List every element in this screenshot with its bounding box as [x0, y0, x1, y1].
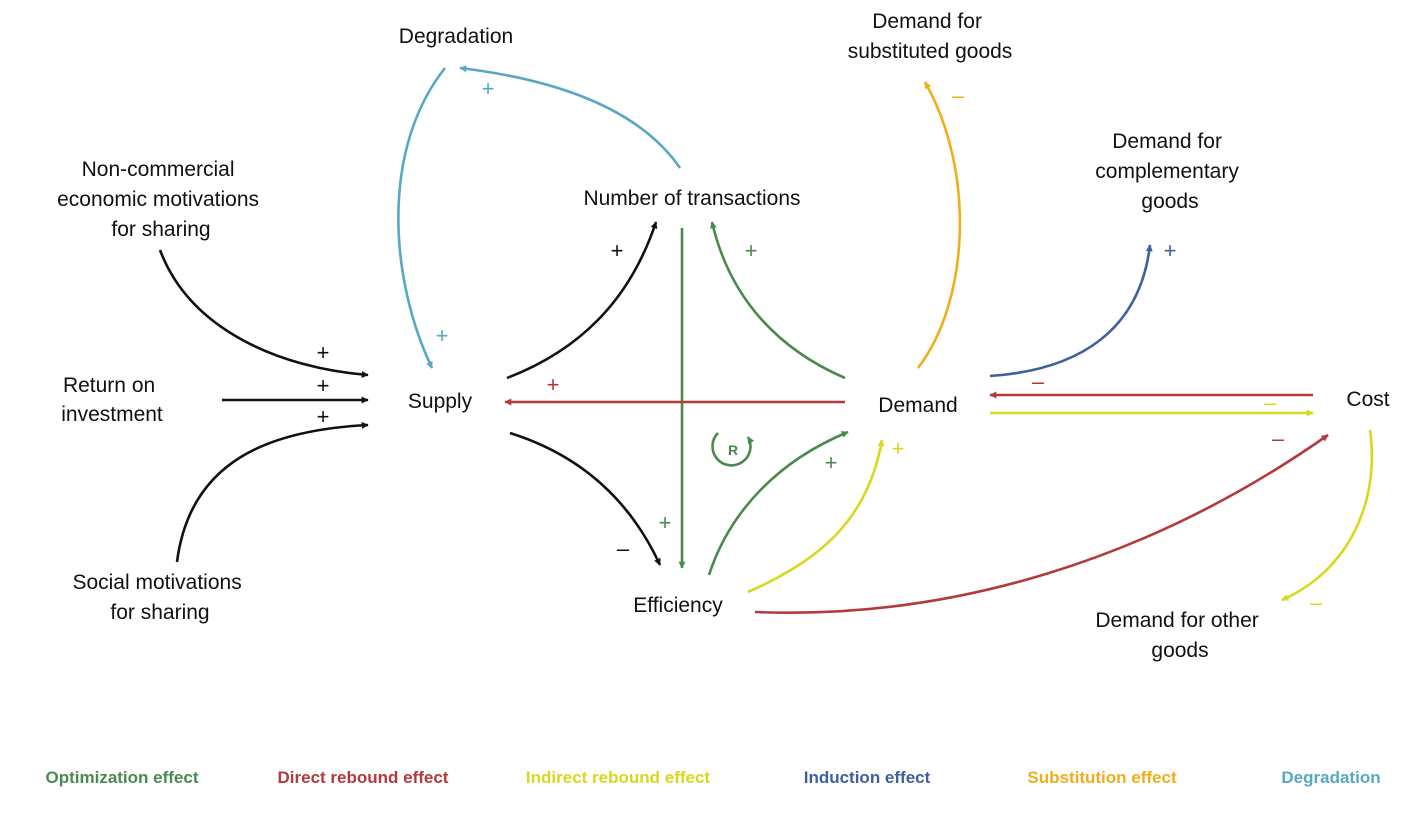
edge-efficiency-to-demand-indirect — [747, 439, 885, 594]
node-demand: Demand — [878, 394, 957, 417]
legend-optimization-effect: Optimization effect — [45, 768, 198, 787]
sign-subst-minus: – — [952, 83, 965, 108]
edge-demand-to-substituted — [916, 81, 962, 369]
node-return-on-investment: Return on investment — [61, 374, 163, 426]
node-cost: Cost — [1346, 388, 1389, 411]
edges — [158, 65, 1374, 614]
legend: Optimization effect Direct rebound effec… — [45, 768, 1380, 787]
sign-demand-supply-plus: + — [547, 372, 560, 397]
sign-tx-eff-plus: + — [659, 510, 672, 535]
sign-cost-other-minus: – — [1310, 590, 1323, 615]
node-demand-complementary-goods: Demand for complementary goods — [1095, 130, 1244, 213]
node-noncommercial-motivations: Non-commercial economic motivations for … — [57, 158, 265, 241]
node-efficiency: Efficiency — [633, 594, 723, 617]
edge-demand-to-transactions — [710, 221, 846, 380]
sign-social-plus: + — [317, 404, 330, 429]
node-number-of-transactions: Number of transactions — [583, 187, 800, 210]
sign-eff-demand-yellow-plus: + — [892, 436, 905, 461]
sign-eff-demand-green-plus: + — [825, 450, 838, 475]
edge-noncommercial-to-supply — [158, 249, 369, 378]
sign-cost-demand-minus: – — [1032, 369, 1045, 394]
legend-degradation: Degradation — [1281, 768, 1380, 787]
reinforcing-loop-arrow — [711, 432, 755, 467]
legend-direct-rebound-effect: Direct rebound effect — [278, 768, 449, 787]
legend-indirect-rebound-effect: Indirect rebound effect — [526, 768, 711, 787]
sign-demand-cost-minus: – — [1264, 390, 1277, 415]
sign-deg-plus-top: + — [482, 76, 495, 101]
sign-demand-tx-plus: + — [745, 238, 758, 263]
node-labels: Degradation Demand for substituted goods… — [57, 10, 1390, 662]
edge-cost-to-other-goods — [1281, 429, 1374, 602]
edge-supply-to-transactions — [506, 221, 658, 380]
node-social-motivations: Social motivations for sharing — [72, 571, 247, 624]
polarity-signs: + + – + + + + + + + – – – + – + + – — [317, 76, 1323, 615]
node-demand-substituted-goods: Demand for substituted goods — [848, 10, 1013, 63]
edge-supply-to-efficiency — [509, 431, 662, 566]
edge-social-to-supply — [175, 421, 369, 563]
node-demand-other-goods: Demand for other goods — [1095, 609, 1264, 662]
reinforcing-loop-label: R — [728, 442, 738, 458]
sign-roi-plus: + — [317, 373, 330, 398]
sign-nc-plus: + — [317, 340, 330, 365]
sign-eff-cost-minus: – — [1272, 426, 1285, 451]
sign-supply-eff-minus: – — [617, 536, 630, 561]
sign-supply-tx-plus: + — [611, 238, 624, 263]
edge-demand-to-complementary — [989, 244, 1153, 378]
sign-deg-plus-supply: + — [436, 323, 449, 348]
sign-compl-plus: + — [1164, 238, 1177, 263]
node-degradation: Degradation — [399, 25, 513, 48]
legend-substitution-effect: Substitution effect — [1027, 768, 1177, 787]
edge-efficiency-to-cost — [754, 433, 1329, 614]
legend-induction-effect: Induction effect — [804, 768, 931, 787]
edge-transactions-to-degradation — [459, 65, 682, 169]
node-supply: Supply — [408, 390, 473, 413]
edge-efficiency-to-demand — [707, 430, 849, 576]
edge-degradation-to-supply — [397, 67, 447, 369]
